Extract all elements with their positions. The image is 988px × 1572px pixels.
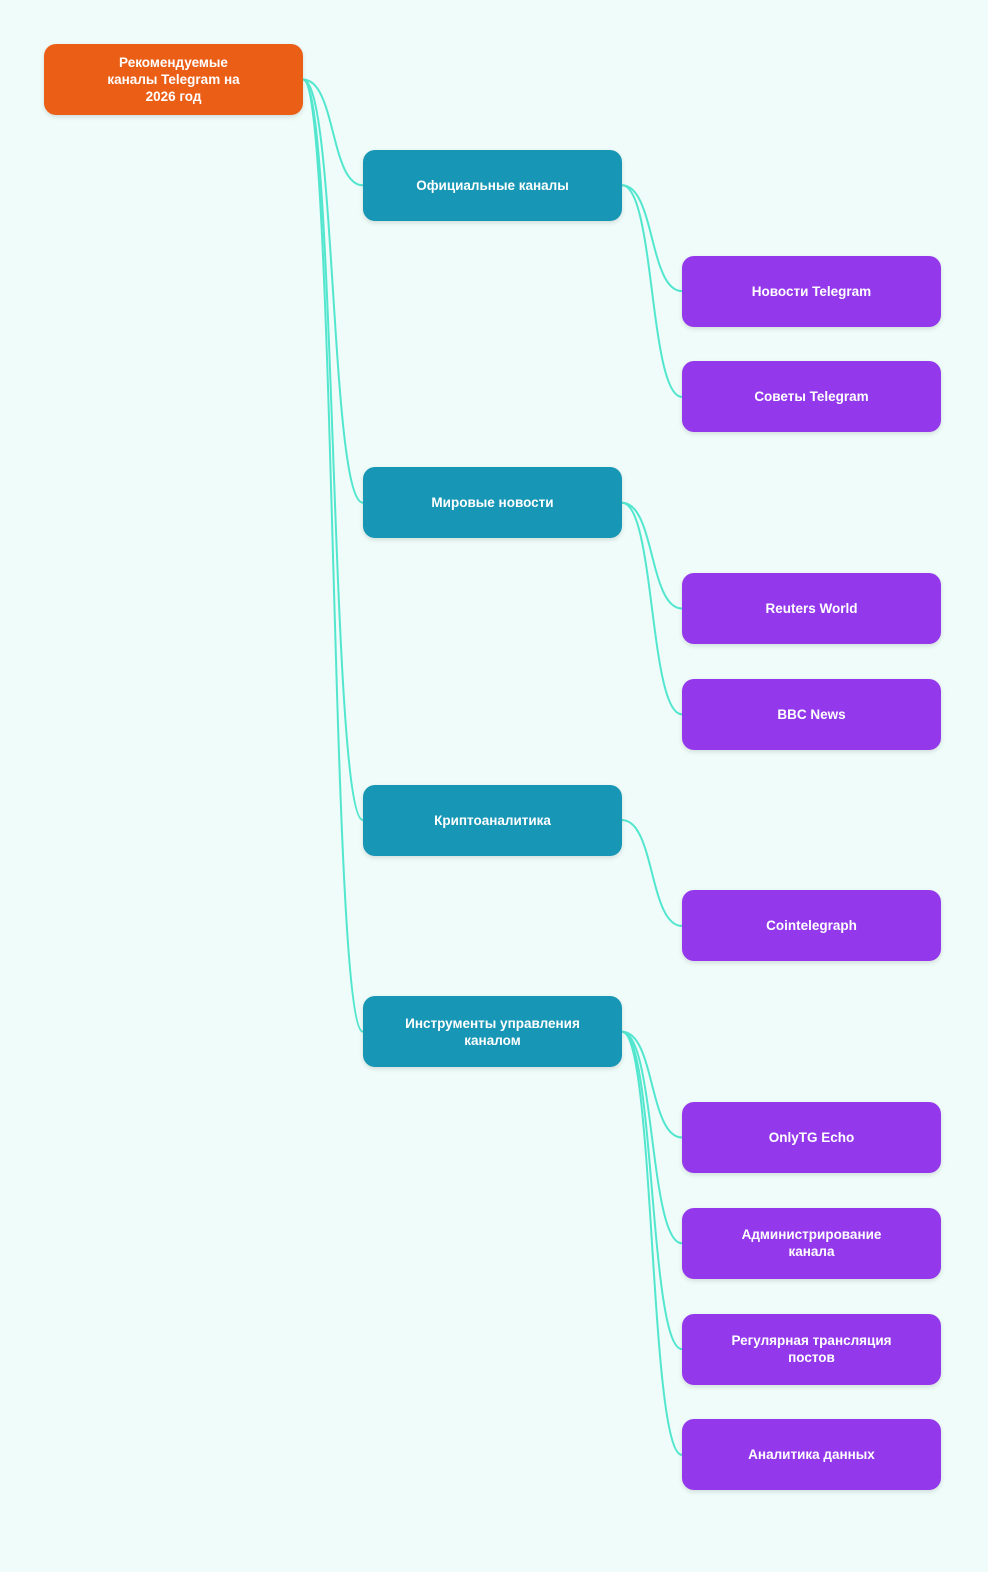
root-node[interactable]: Рекомендуемые каналы Telegram на 2026 го…: [44, 44, 303, 115]
root-branch-connector: [302, 78, 364, 504]
leaf-node-label: BBC News: [777, 706, 846, 722]
leaf-node-label: Аналитика данных: [748, 1447, 875, 1463]
leaf-node-label: Новости Telegram: [751, 283, 872, 299]
root-branch-connector: [302, 78, 364, 187]
leaf-node-label: Регулярная трансляция постов: [731, 1333, 892, 1366]
leaf-node-label: Администрирование канала: [741, 1227, 882, 1260]
root-node-label: Рекомендуемые каналы Telegram на 2026 го…: [107, 55, 240, 104]
leaf-node-label: Reuters World: [765, 601, 858, 616]
branch-node-label: Мировые новости: [431, 495, 554, 511]
branch-leaf-connector: [621, 501, 683, 610]
leaf-node-label: Советы Telegram: [754, 389, 869, 405]
branch-leaf-connector: [621, 501, 683, 716]
branch-leaf-connector: [621, 184, 683, 293]
leaf-node-channel-admin[interactable]: Администрирование канала: [682, 1207, 941, 1279]
leaf-node-label: Cointelegraph: [766, 918, 857, 934]
branch-node-label: Инструменты управления каналом: [405, 1015, 580, 1048]
leaf-node-cointelegraph[interactable]: Cointelegraph: [682, 890, 941, 962]
branch-leaf-connector: [621, 184, 683, 398]
leaf-node-telegram-tips[interactable]: Советы Telegram: [682, 361, 941, 433]
leaf-node-bbc-news[interactable]: BBC News: [682, 678, 941, 750]
branch-node-crypto[interactable]: Криптоаналитика: [363, 784, 622, 856]
branch-leaf-connector: [621, 1030, 683, 1456]
branch-node-world-news[interactable]: Мировые новости: [363, 467, 622, 539]
leaf-node-label: OnlyTG Echo: [768, 1130, 855, 1145]
root-branch-connector: [302, 78, 364, 1033]
leaf-node-data-analytics[interactable]: Аналитика данных: [682, 1419, 941, 1491]
leaf-node-reuters-world[interactable]: Reuters World: [682, 573, 941, 644]
branch-node-tools[interactable]: Инструменты управления каналом: [363, 996, 622, 1068]
branch-leaf-connector: [621, 1030, 683, 1351]
branch-node-official[interactable]: Официальные каналы: [363, 149, 622, 221]
leaf-node-post-broadcast[interactable]: Регулярная трансляция постов: [682, 1313, 941, 1385]
leaf-node-telegram-news[interactable]: Новости Telegram: [682, 255, 941, 327]
branch-node-label: Криптоаналитика: [434, 812, 551, 828]
branch-leaf-connector: [621, 819, 683, 927]
root-branch-connector: [302, 78, 364, 822]
branch-leaf-connector: [621, 1030, 683, 1139]
branch-node-label: Официальные каналы: [416, 177, 569, 193]
branch-leaf-connector: [621, 1030, 683, 1245]
leaf-node-onlytg-echo[interactable]: OnlyTG Echo: [682, 1102, 941, 1173]
